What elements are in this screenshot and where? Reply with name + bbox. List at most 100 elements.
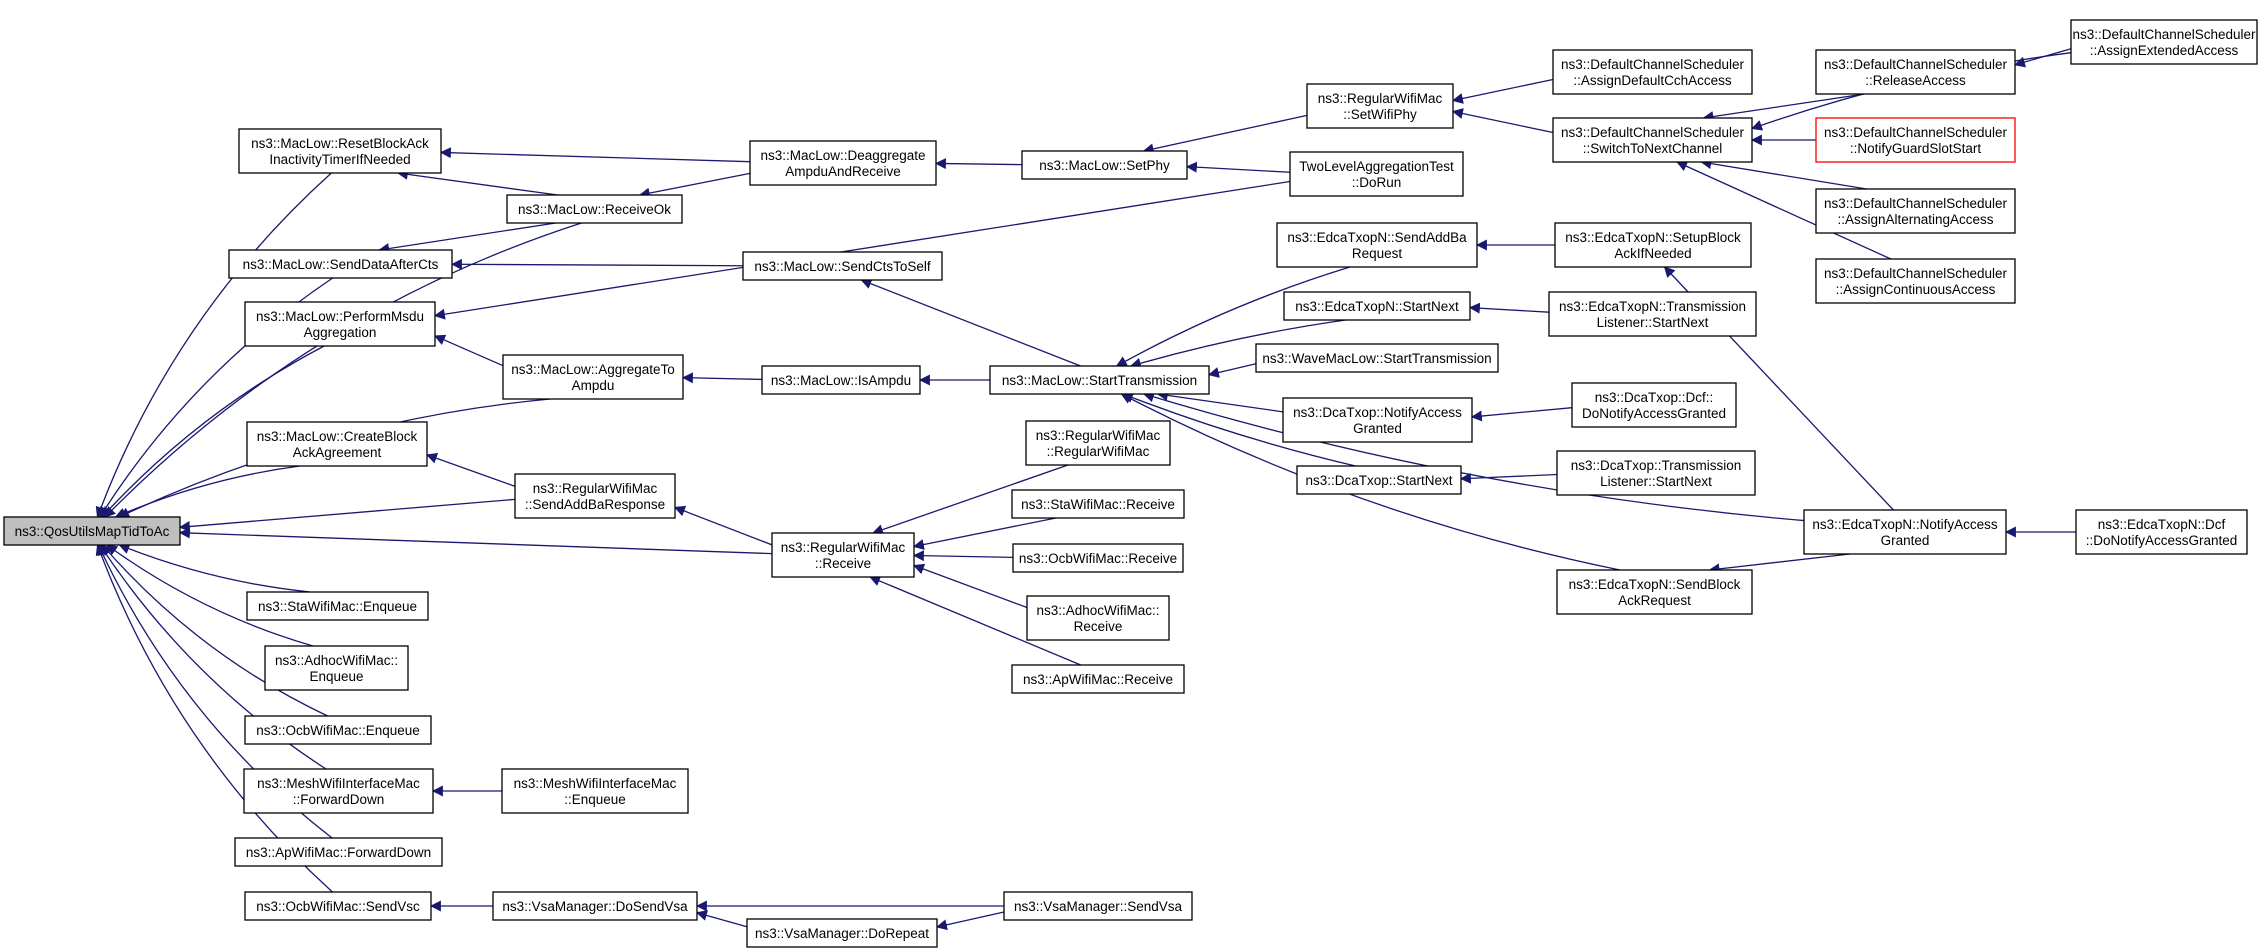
node-root[interactable]: ns3::QosUtilsMapTidToAc (3, 516, 181, 546)
node-label: Request (1352, 246, 1403, 261)
node-label: ns3::MacLow::IsAmpdu (771, 373, 911, 388)
node-label: ns3::DefaultChannelScheduler (1561, 57, 1745, 72)
edge-set-phy-to-deaggregate (934, 158, 1023, 170)
node-two-level-test[interactable]: TwoLevelAggregationTest::DoRun (1289, 151, 1464, 197)
node-box (506, 194, 683, 224)
node-dcs-assign-continuous[interactable]: ns3::DefaultChannelScheduler::AssignCont… (1815, 258, 2016, 304)
node-label: ns3::QosUtilsMapTidToAc (15, 524, 170, 539)
edge-deaggregate-to-receive-ok (638, 172, 751, 199)
node-label: ::SetWifiPhy (1343, 107, 1417, 122)
node-label: ns3::VsaManager::DoSendVsa (502, 899, 688, 914)
node-label: ns3::AdhocWifiMac:: (275, 653, 398, 668)
node-label: ns3::VsaManager::DoRepeat (755, 926, 929, 941)
node-dcs-notify-guard[interactable]: ns3::DefaultChannelScheduler::NotifyGuar… (1815, 117, 2016, 163)
node-rwm-set-wifi-phy[interactable]: ns3::RegularWifiMac::SetWifiPhy (1306, 83, 1454, 129)
node-send-cts-to-self[interactable]: ns3::MacLow::SendCtsToSelf (742, 251, 943, 281)
node-box (1556, 450, 1756, 496)
node-box (746, 918, 938, 948)
node-adhoc-enqueue[interactable]: ns3::AdhocWifiMac::Enqueue (264, 645, 409, 691)
node-box (1012, 543, 1184, 573)
node-wave-start-transmission[interactable]: ns3::WaveMacLow::StartTransmission (1255, 343, 1499, 373)
node-edca-notify-access[interactable]: ns3::EdcaTxopN::NotifyAccessGranted (1803, 509, 2007, 555)
node-box (228, 249, 453, 279)
node-label: ns3::DefaultChannelScheduler (1561, 125, 1745, 140)
edge-edca-tl-start-next-to-edca-start-next (1468, 302, 1550, 314)
node-ocb-receive[interactable]: ns3::OcbWifiMac::Receive (1012, 543, 1184, 573)
edge-dcs-assign-extended-to-dcs-release (2013, 48, 2072, 68)
node-rwm-receive[interactable]: ns3::RegularWifiMac::Receive (771, 532, 915, 578)
node-is-ampdu[interactable]: ns3::MacLow::IsAmpdu (761, 365, 921, 395)
node-send-data-after-cts[interactable]: ns3::MacLow::SendDataAfterCts (228, 249, 453, 279)
node-box (234, 837, 443, 867)
node-rwm-ctor[interactable]: ns3::RegularWifiMac::RegularWifiMac (1025, 420, 1171, 466)
node-ocb-send-vsc[interactable]: ns3::OcbWifiMac::SendVsc (244, 891, 432, 921)
edge-rwm-set-wifi-phy-to-set-phy (1142, 114, 1308, 155)
edge-start-transmission-to-send-cts-to-self (860, 278, 1081, 367)
node-set-phy[interactable]: ns3::MacLow::SetPhy (1021, 150, 1188, 180)
edge-perform-msdu-to-root (101, 345, 325, 518)
node-label: ns3::StaWifiMac::Receive (1021, 497, 1175, 512)
node-label: ns3::OcbWifiMac::Receive (1019, 551, 1177, 566)
node-box (742, 251, 943, 281)
node-box (514, 473, 676, 519)
node-mesh-enqueue[interactable]: ns3::MeshWifiInterfaceMac::Enqueue (501, 768, 689, 814)
node-box (1276, 222, 1478, 268)
node-sta-receive[interactable]: ns3::StaWifiMac::Receive (1011, 489, 1185, 519)
node-dca-start-next[interactable]: ns3::DcaTxop::StartNext (1296, 465, 1462, 495)
node-label: ns3::DcaTxop::StartNext (1305, 473, 1452, 488)
node-reset-block-ack[interactable]: ns3::MacLow::ResetBlockAckInactivityTime… (238, 128, 442, 174)
node-dcs-assign-alternating[interactable]: ns3::DefaultChannelScheduler::AssignAlte… (1815, 188, 2016, 234)
node-ap-receive[interactable]: ns3::ApWifiMac::Receive (1011, 664, 1185, 694)
node-edca-dcf-notify[interactable]: ns3::EdcaTxopN::Dcf::DoNotifyAccessGrant… (2075, 509, 2248, 555)
node-dca-dcf-notify[interactable]: ns3::DcaTxop::Dcf::DoNotifyAccessGranted (1571, 382, 1737, 428)
node-edca-tl-start-next[interactable]: ns3::EdcaTxopN::TransmissionListener::St… (1548, 291, 1757, 337)
node-label: ns3::OcbWifiMac::SendVsc (256, 899, 420, 914)
edge-receive-ok-to-send-data-after-cts (378, 222, 556, 254)
node-vsa-do-repeat[interactable]: ns3::VsaManager::DoRepeat (746, 918, 938, 948)
node-label: ns3::OcbWifiMac::Enqueue (256, 723, 420, 738)
node-dcs-assign-extended[interactable]: ns3::DefaultChannelScheduler::AssignExte… (2070, 19, 2258, 65)
node-box (244, 891, 432, 921)
node-start-transmission[interactable]: ns3::MacLow::StartTransmission (989, 365, 1210, 395)
node-box (1552, 49, 1753, 95)
node-label: Receive (1074, 619, 1123, 634)
edge-edca-start-next-to-start-transmission (1129, 319, 1346, 369)
node-mesh-forward-down[interactable]: ns3::MeshWifiInterfaceMac::ForwardDown (243, 768, 434, 814)
edge-receive-ok-to-reset-block-ack (396, 168, 558, 196)
node-adhoc-receive[interactable]: ns3::AdhocWifiMac::Receive (1026, 595, 1170, 641)
node-vsa-do-send[interactable]: ns3::VsaManager::DoSendVsa (492, 891, 698, 921)
node-label: ::Enqueue (564, 792, 626, 807)
node-dca-tl-start-next[interactable]: ns3::DcaTxop::TransmissionListener::Star… (1556, 450, 1756, 496)
node-sta-enqueue[interactable]: ns3::StaWifiMac::Enqueue (246, 591, 429, 621)
node-label: ns3::MeshWifiInterfaceMac (257, 776, 420, 791)
node-box (1282, 397, 1473, 443)
node-label: ns3::AdhocWifiMac:: (1036, 603, 1159, 618)
node-rwm-send-addba-response[interactable]: ns3::RegularWifiMac::SendAddBaResponse (514, 473, 676, 519)
edge-rwm-receive-to-rwm-send-addba-response (673, 505, 773, 546)
node-dcs-release[interactable]: ns3::DefaultChannelScheduler::ReleaseAcc… (1815, 49, 2016, 95)
node-label: ns3::MacLow::SendCtsToSelf (754, 259, 931, 274)
edge-edca-notify-access-to-edca-send-block-ack (1708, 553, 1850, 575)
node-dcs-switch[interactable]: ns3::DefaultChannelScheduler::SwitchToNe… (1552, 117, 1753, 163)
node-edca-start-next[interactable]: ns3::EdcaTxopN::StartNext (1283, 291, 1471, 321)
node-box (264, 645, 409, 691)
node-ocb-enqueue[interactable]: ns3::OcbWifiMac::Enqueue (244, 715, 432, 745)
node-dcs-assign-default[interactable]: ns3::DefaultChannelScheduler::AssignDefa… (1552, 49, 1753, 95)
node-receive-ok[interactable]: ns3::MacLow::ReceiveOk (506, 194, 683, 224)
node-ap-forward-down[interactable]: ns3::ApWifiMac::ForwardDown (234, 837, 443, 867)
node-dca-notify-access[interactable]: ns3::DcaTxop::NotifyAccessGranted (1282, 397, 1473, 443)
node-label: ns3::VsaManager::SendVsa (1014, 899, 1183, 914)
node-vsa-send[interactable]: ns3::VsaManager::SendVsa (1003, 891, 1193, 921)
node-label: ns3::DcaTxop::Transmission (1571, 458, 1742, 473)
edge-ocb-receive-to-rwm-receive (912, 550, 1014, 562)
node-label: ns3::DefaultChannelScheduler (1824, 266, 2008, 281)
node-box (749, 140, 937, 186)
